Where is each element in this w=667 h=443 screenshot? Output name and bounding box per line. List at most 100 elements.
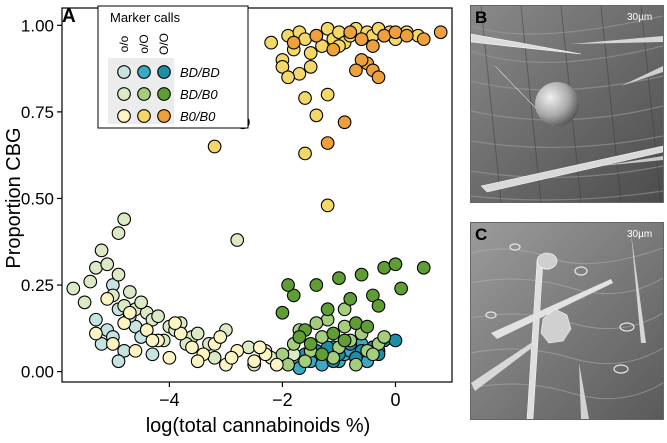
data-point <box>394 281 408 296</box>
data-point <box>111 267 126 282</box>
scale-bar-b-label: 30µm <box>627 12 653 23</box>
data-point <box>190 326 205 341</box>
data-point <box>298 32 312 47</box>
legend-column-label: o/o <box>117 35 131 52</box>
data-point <box>275 60 290 74</box>
data-point <box>89 326 103 341</box>
data-point <box>83 274 98 289</box>
data-point <box>151 309 165 324</box>
data-point <box>100 292 115 306</box>
data-point <box>252 340 267 355</box>
panel-label-c: C <box>475 225 488 244</box>
data-point <box>354 267 369 282</box>
data-point <box>371 298 386 313</box>
data-point <box>145 347 160 362</box>
data-point <box>122 305 137 320</box>
data-point <box>111 354 126 369</box>
legend-swatch <box>157 109 171 123</box>
legend-swatch <box>157 65 171 79</box>
data-point <box>190 354 205 369</box>
data-point <box>371 70 386 85</box>
data-point <box>309 316 324 330</box>
data-point <box>320 87 335 102</box>
data-point <box>337 302 352 317</box>
data-point <box>388 257 403 272</box>
data-point <box>360 319 375 334</box>
data-point <box>281 357 295 372</box>
y-tick-label: 1.00 <box>21 16 54 35</box>
data-point <box>366 347 380 362</box>
data-point <box>230 233 245 247</box>
legend-row-label: B0/B0 <box>180 109 216 124</box>
data-point <box>134 295 148 310</box>
data-point <box>343 25 358 40</box>
data-point <box>106 337 120 351</box>
y-tick-label: 0.75 <box>21 103 54 122</box>
legend-swatch <box>137 109 151 123</box>
data-point <box>377 260 392 275</box>
data-point <box>292 330 307 344</box>
data-point <box>377 28 392 43</box>
data-point <box>111 226 126 240</box>
data-point <box>343 292 358 306</box>
y-tick-label: 0.50 <box>21 189 54 208</box>
data-point <box>264 35 278 50</box>
legend-swatch <box>117 109 131 123</box>
data-point <box>298 146 312 161</box>
legend-column-label: o/O <box>137 34 151 53</box>
data-point <box>337 333 352 348</box>
data-point <box>224 350 239 365</box>
data-point <box>281 70 295 85</box>
legend-title: Marker calls <box>110 10 181 25</box>
x-axis-title: log(total cannabinoids %) <box>146 415 371 437</box>
scale-bar-b: 30µm <box>627 12 652 23</box>
data-point <box>354 53 369 67</box>
data-point <box>77 295 92 310</box>
legend-swatch <box>117 65 131 79</box>
legend-column-label: O/O <box>157 33 171 55</box>
data-point <box>337 115 352 130</box>
data-point <box>366 288 380 303</box>
x-tick-label: −2 <box>272 390 293 410</box>
data-point <box>122 285 137 299</box>
x-tick-label: −4 <box>159 390 180 410</box>
data-point <box>162 350 177 365</box>
data-point <box>337 319 352 334</box>
legend-column-headers: o/o o/O O/O <box>117 33 171 55</box>
data-point <box>298 354 312 369</box>
sem-image-c: C 30µm <box>470 222 664 420</box>
data-point <box>173 326 188 341</box>
scale-bar-c: 30µm <box>627 229 652 240</box>
data-point <box>247 354 262 369</box>
panel-label-a: A <box>62 6 76 27</box>
data-point <box>241 340 256 355</box>
data-point <box>275 347 290 362</box>
plot-frame <box>61 7 453 383</box>
scale-bar-c-label: 30µm <box>627 229 653 240</box>
data-point <box>286 35 301 50</box>
data-point <box>326 326 341 341</box>
data-point <box>117 212 132 227</box>
data-point <box>320 198 335 213</box>
data-point <box>349 357 363 372</box>
data-point <box>213 330 228 344</box>
legend-swatch <box>117 87 131 101</box>
x-tick-label: 0 <box>390 390 400 410</box>
legend-swatch <box>137 87 151 101</box>
data-point <box>309 28 324 43</box>
data-point <box>298 91 312 105</box>
legend-row-label: BD/BD <box>180 65 220 80</box>
data-point <box>269 357 284 372</box>
data-point <box>286 288 301 303</box>
data-point <box>349 63 363 78</box>
data-point <box>94 243 109 258</box>
y-axis-title: Proportion CBG <box>3 127 25 268</box>
data-point <box>275 305 290 320</box>
legend-row-label: BD/B0 <box>180 87 218 102</box>
data-point <box>366 39 380 53</box>
data-point <box>388 25 403 40</box>
data-point <box>309 278 324 292</box>
